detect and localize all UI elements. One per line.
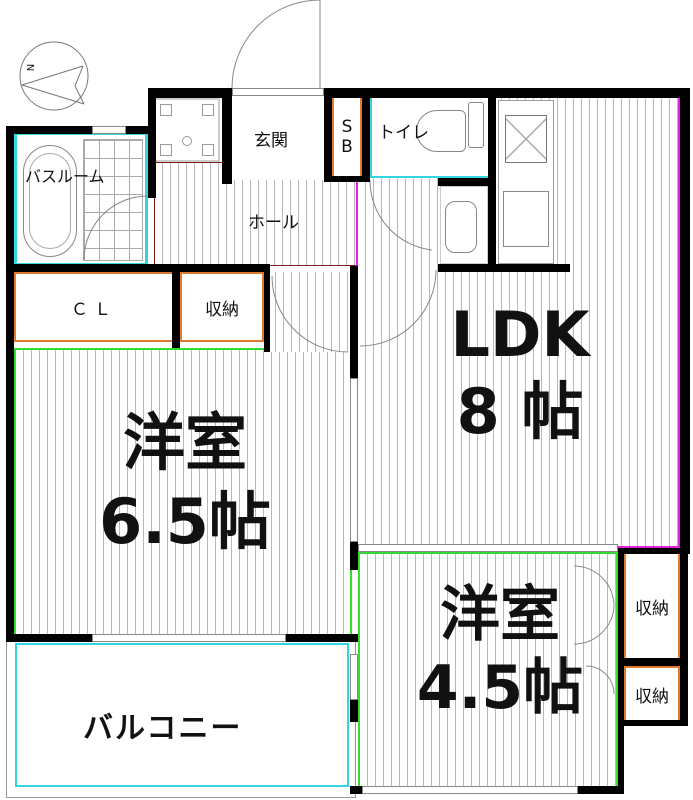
window-bathroom (92, 126, 126, 134)
window-ldk-bedroom (358, 544, 618, 552)
window-bottom-small-room (362, 786, 578, 794)
storage-east-lower-label: 収納 (635, 686, 669, 707)
storage-east-upper-label: 収納 (635, 598, 669, 619)
storage-east-upper[interactable]: 収納 (624, 552, 680, 660)
front-door-swing-icon (231, 0, 321, 89)
closet-label: ＣＬ (71, 299, 117, 320)
wall-storage-bottom (622, 720, 688, 726)
western-room-small-name: 洋室 (440, 580, 560, 650)
shoe-box-label-b: B (341, 137, 353, 157)
drain-icon (182, 136, 192, 146)
western-room-large-size: 6.5帖 (99, 485, 271, 559)
wall-entrance-bottom (324, 176, 370, 182)
balcony-inner (15, 643, 349, 787)
wall-center-bottom (350, 700, 358, 722)
storage-west-label: 収納 (205, 299, 239, 320)
washing-area-tiles (83, 139, 143, 261)
wall-right-step (618, 548, 690, 554)
washing-machine-pan (154, 98, 220, 162)
bathroom-door-swing-icon (83, 195, 149, 261)
wall-entrance-left (222, 88, 232, 184)
toilet-label: トイレ (378, 123, 429, 143)
compass: N (18, 40, 90, 112)
wall-mid-lower (350, 546, 358, 554)
wall-right-storage (680, 548, 688, 724)
wall-storage-divider (622, 658, 686, 666)
toilet-bowl-icon (416, 110, 466, 152)
ldk-label-size: 8 帖 (456, 375, 584, 449)
wall-top-upper (148, 88, 232, 98)
wall-closet-right (264, 264, 270, 352)
wall-bottom-right (578, 786, 624, 794)
hall-label: ホール (248, 213, 299, 233)
kitchen-counter (498, 100, 554, 264)
wall-kitchen-left (488, 88, 496, 268)
balcony-label: バルコニー (83, 711, 243, 746)
bathtub-icon (23, 145, 77, 257)
wall-bath-right (148, 88, 156, 198)
entrance-label: 玄関 (254, 131, 288, 151)
compass-north-label: N (26, 63, 38, 72)
western-room-large-name: 洋室 (122, 406, 247, 479)
wall-bedroom-bottom-left (6, 634, 92, 642)
western-room-large-label: 洋室 6.5帖 (90, 410, 280, 554)
wall-closet-divider (172, 272, 180, 348)
storage-east-lower[interactable]: 収納 (624, 666, 680, 722)
western-room-small-label: 洋室 4.5帖 (400, 584, 600, 720)
bathroom: バスルーム (14, 132, 148, 266)
storage-east-door-swings-icon (573, 565, 615, 695)
ldk-label: LDK 8 帖 (430, 302, 610, 444)
sink-icon (445, 201, 477, 253)
wall-toilet-bottom (438, 178, 494, 186)
bathtub-inner (29, 153, 71, 249)
western-room-small-size: 4.5帖 (416, 653, 584, 723)
entrance[interactable]: 玄関 (232, 96, 326, 180)
bedroom-door-swing-icon (271, 275, 349, 353)
hall-corridor-floor (268, 272, 352, 352)
window-bedroom-balcony (92, 634, 286, 642)
wall-bedroom-bottom-right (286, 634, 358, 642)
wall-entrance-right (324, 88, 332, 182)
shoe-box[interactable]: S B (332, 96, 362, 178)
storage-west[interactable]: 収納 (180, 272, 264, 342)
toilet-room[interactable]: トイレ (370, 96, 490, 178)
wall-toilet-left (362, 88, 370, 180)
door-balcony-side (350, 654, 358, 700)
wall-top-right (324, 88, 690, 98)
wall-kitchen-bottom (438, 264, 570, 272)
compass-icon (19, 41, 89, 111)
front-door-threshold (232, 88, 324, 96)
door-sliding-center (350, 378, 358, 542)
ldk-door-swing-icon (359, 269, 437, 347)
ldk-label-name: LDK (450, 298, 590, 371)
sink-counter-icon (503, 191, 549, 247)
closet[interactable]: ＣＬ (14, 272, 174, 342)
toilet-tank-icon (468, 102, 484, 148)
balcony[interactable]: バルコニー (6, 638, 356, 798)
wall-right (680, 88, 690, 554)
bathroom-label: バスルーム (25, 167, 105, 186)
wall-center-lower (350, 542, 358, 570)
wall-left (6, 126, 14, 642)
wash-basin (440, 186, 488, 264)
wall-right-lower (618, 548, 624, 792)
shoe-box-label-s: S (341, 117, 353, 137)
wall-center-upper (350, 266, 358, 378)
wall-left-top2 (126, 126, 148, 134)
stove-icon (505, 115, 547, 163)
toilet-door-swing-icon (369, 179, 433, 251)
wall-bottom-left-stub (350, 786, 362, 794)
wall-left-top (8, 126, 92, 134)
wall-mid-horizontal (6, 264, 268, 272)
